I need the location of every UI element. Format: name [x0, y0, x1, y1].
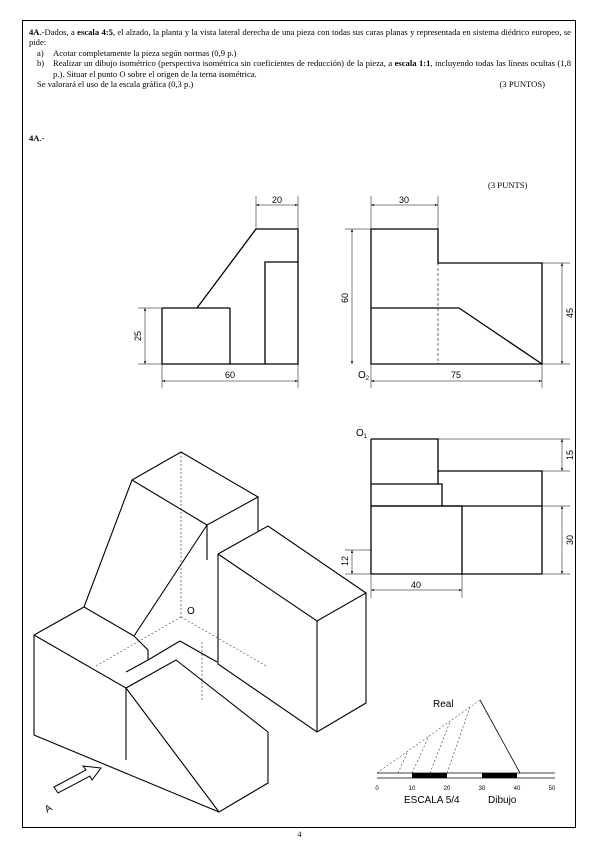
statement-scale: escala 4:5: [77, 27, 113, 37]
isometric-view: O A: [33, 451, 368, 816]
iso-edge: [179, 640, 218, 663]
dim-value: 60: [225, 370, 235, 380]
top-edge: [371, 471, 439, 485]
scale-tick: 40: [514, 786, 521, 792]
view-label: A: [43, 803, 55, 816]
side-view: 30 60 45 75 O2: [340, 195, 575, 388]
iso-edge: [125, 659, 269, 733]
problem-number: 4A: [29, 27, 40, 37]
top-outline: [371, 438, 543, 575]
dim-value: 30: [565, 535, 575, 545]
scale-construction: [429, 721, 451, 774]
top-view: 15 30 12 40 O1: [340, 428, 575, 598]
section-heading: 4A.-: [29, 133, 45, 143]
scale-construction: [411, 735, 430, 774]
scale-projector: [479, 699, 521, 774]
origin-label: O1: [356, 428, 368, 440]
section-suffix: .-: [39, 133, 45, 143]
points-label-alt: (3 PUNTS): [488, 180, 528, 190]
scale-real-label: Real: [433, 699, 454, 710]
scale-construction: [446, 706, 471, 774]
iso-edge: [217, 554, 367, 733]
problem-statement: 4A.-Dados, a escala 4:5, el alzado, la p…: [29, 27, 571, 89]
section-number: 4A: [29, 133, 40, 143]
dim-value: 45: [565, 308, 575, 318]
scale-construction: [397, 750, 409, 774]
dim-value: 20: [272, 195, 282, 205]
page-frame: [22, 20, 576, 828]
item-text-pre: Realizar un dibujo isométrico (perspecti…: [53, 58, 395, 69]
statement-rest: , el alzado, la planta y la vista latera…: [29, 27, 571, 48]
iso-edge: [131, 479, 208, 526]
scale-dibujo-label: Dibujo: [488, 795, 517, 806]
item-label: a): [37, 47, 44, 58]
graphic-scale-note: Se valorará el uso de la escala gráfica …: [37, 79, 194, 90]
item-text: Acotar completamente la pieza según norm…: [53, 47, 237, 58]
view-arrow-icon: [53, 765, 102, 794]
scale-tick: 20: [444, 786, 451, 792]
front-block: [264, 261, 298, 364]
side-outline: [370, 228, 543, 365]
item-label: b): [37, 58, 45, 69]
iso-edge: [133, 635, 149, 660]
dim-value: 60: [340, 293, 350, 303]
scale-title: ESCALA 5/4: [404, 795, 460, 806]
origin-label: O2: [358, 370, 370, 382]
scale-ray: [376, 699, 481, 774]
dim-value: 30: [399, 195, 409, 205]
dim-value: 40: [411, 580, 421, 590]
item-text: Realizar un dibujo isométrico (perspecti…: [53, 58, 571, 79]
item-text-bold: escala 1:1: [394, 58, 431, 69]
scale-segment: [412, 773, 447, 778]
statement-lead: .-Dados, a: [39, 27, 78, 37]
iso-edge: [217, 525, 368, 622]
dim-value: 15: [565, 450, 575, 460]
scale-tick: 0: [375, 786, 379, 792]
dim-value: 25: [133, 331, 143, 341]
statement-item-b: b) Realizar un dibujo isométrico (perspe…: [29, 58, 571, 79]
page-number: 4: [297, 830, 302, 839]
iso-edge: [33, 606, 85, 636]
statement-last-line: Se valorará el uso de la escala gráfica …: [29, 79, 571, 89]
iso-edge: [83, 451, 260, 637]
scale-segment: [482, 773, 517, 778]
origin-label: O: [187, 606, 195, 617]
side-slope: [371, 307, 543, 365]
statement-item-a: a) Acotar completamente la pieza según n…: [29, 48, 571, 58]
top-edge: [438, 483, 542, 507]
points-label: (3 PUNTOS): [499, 79, 545, 90]
front-view: 20 25 60: [133, 195, 299, 388]
item-text-post: , incluyendo todas las líneas ocultas (1…: [53, 58, 572, 79]
iso-edge: [125, 659, 149, 673]
scale-tick: 50: [549, 786, 556, 792]
dim-value: 75: [451, 370, 461, 380]
scale-tick: 10: [409, 786, 416, 792]
iso-edge: [83, 606, 135, 637]
hidden-line: [180, 616, 269, 668]
statement-paragraph: 4A.-Dados, a escala 4:5, el alzado, la p…: [29, 27, 571, 48]
iso-edge: [147, 640, 181, 661]
hidden-line: [95, 616, 182, 667]
graphic-scale: Real 0 10 20 30 40 50 ESCALA 5/4 Dibujo: [375, 699, 556, 806]
dim-value: 12: [340, 556, 350, 566]
scale-tick: 30: [479, 786, 486, 792]
iso-edge: [33, 635, 269, 813]
